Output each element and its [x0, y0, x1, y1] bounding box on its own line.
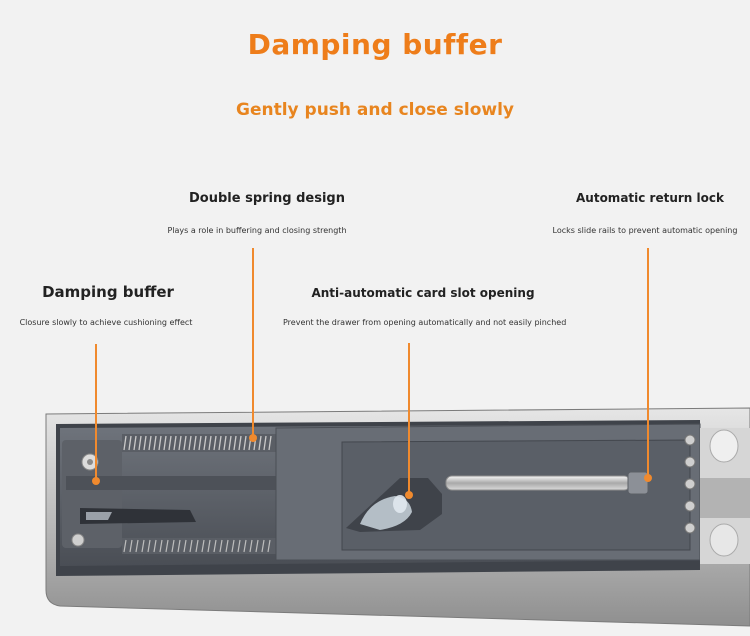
leader-dot-card-slot — [405, 491, 413, 499]
leader-line-card-slot — [408, 343, 410, 495]
leader-dot-return-lock — [644, 474, 652, 482]
feature-title-card-slot: Anti-automatic card slot opening — [311, 286, 535, 300]
leader-line-return-lock — [647, 248, 649, 478]
page-subtitle: Gently push and close slowly — [235, 100, 514, 120]
drawer-slide-image — [45, 407, 750, 627]
feature-desc-double-spring: Plays a role in buffering and closing st… — [167, 226, 347, 235]
leader-line-double-spring — [252, 248, 254, 438]
leader-line-damping-buffer — [95, 344, 97, 482]
feature-desc-card-slot: Prevent the drawer from opening automati… — [283, 318, 567, 327]
feature-title-double-spring: Double spring design — [189, 191, 345, 206]
feature-title-return-lock: Automatic return lock — [576, 191, 724, 205]
leader-dot-double-spring — [249, 434, 257, 442]
feature-desc-damping-buffer: Closure slowly to achieve cushioning eff… — [19, 318, 193, 327]
page-title: Damping buffer — [247, 28, 503, 61]
leader-dot-damping-buffer — [92, 477, 100, 485]
feature-desc-return-lock: Locks slide rails to prevent automatic o… — [552, 226, 738, 235]
feature-title-damping-buffer: Damping buffer — [42, 283, 174, 301]
